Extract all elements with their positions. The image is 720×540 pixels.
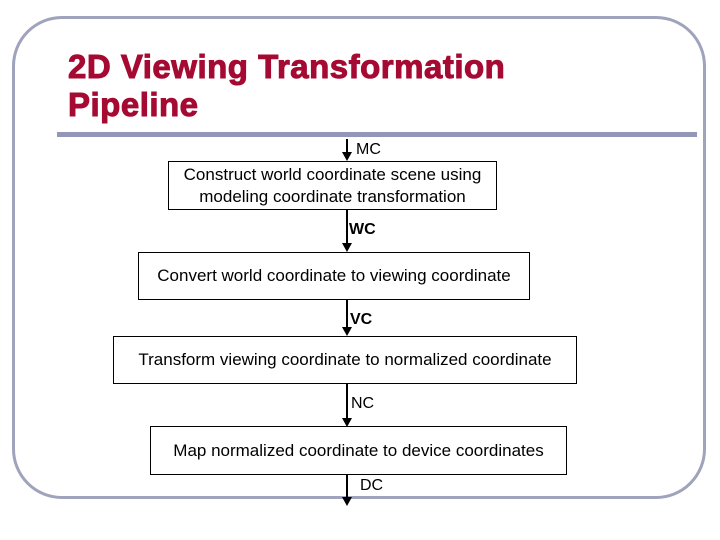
- slide-border-frame: [12, 16, 706, 499]
- arrow-shaft: [346, 300, 348, 330]
- flow-label-nc: NC: [351, 395, 375, 412]
- arrow-shaft: [346, 210, 348, 246]
- arrow-head: [342, 243, 352, 252]
- down-arrow-icon: [342, 300, 353, 336]
- flow-label-dc: DC: [360, 477, 384, 494]
- flow-label-mc: MC: [356, 141, 381, 158]
- flow-label-wc: WC: [349, 221, 376, 238]
- down-arrow-icon: [342, 139, 353, 161]
- flow-box-construct-world-coordinate: Construct world coordinate scene using m…: [168, 161, 497, 210]
- title-divider-rule: [57, 132, 697, 137]
- arrow-head: [342, 327, 352, 336]
- arrow-head: [342, 418, 352, 427]
- flow-box-convert-world-to-viewing: Convert world coordinate to viewing coor…: [138, 252, 530, 300]
- flow-label-vc: VC: [350, 311, 373, 328]
- arrow-head: [342, 152, 352, 161]
- down-arrow-icon: [342, 210, 353, 252]
- slide-title: 2D Viewing Transformation Pipeline: [68, 48, 506, 124]
- arrow-shaft: [346, 139, 348, 155]
- down-arrow-icon: [342, 474, 353, 506]
- flow-box-map-normalized-to-device: Map normalized coordinate to device coor…: [150, 426, 567, 475]
- flow-box-transform-viewing-to-normalized: Transform viewing coordinate to normaliz…: [113, 336, 577, 384]
- arrow-shaft: [346, 384, 348, 421]
- arrow-shaft: [346, 474, 348, 500]
- down-arrow-icon: [342, 384, 353, 427]
- arrow-head: [342, 497, 352, 506]
